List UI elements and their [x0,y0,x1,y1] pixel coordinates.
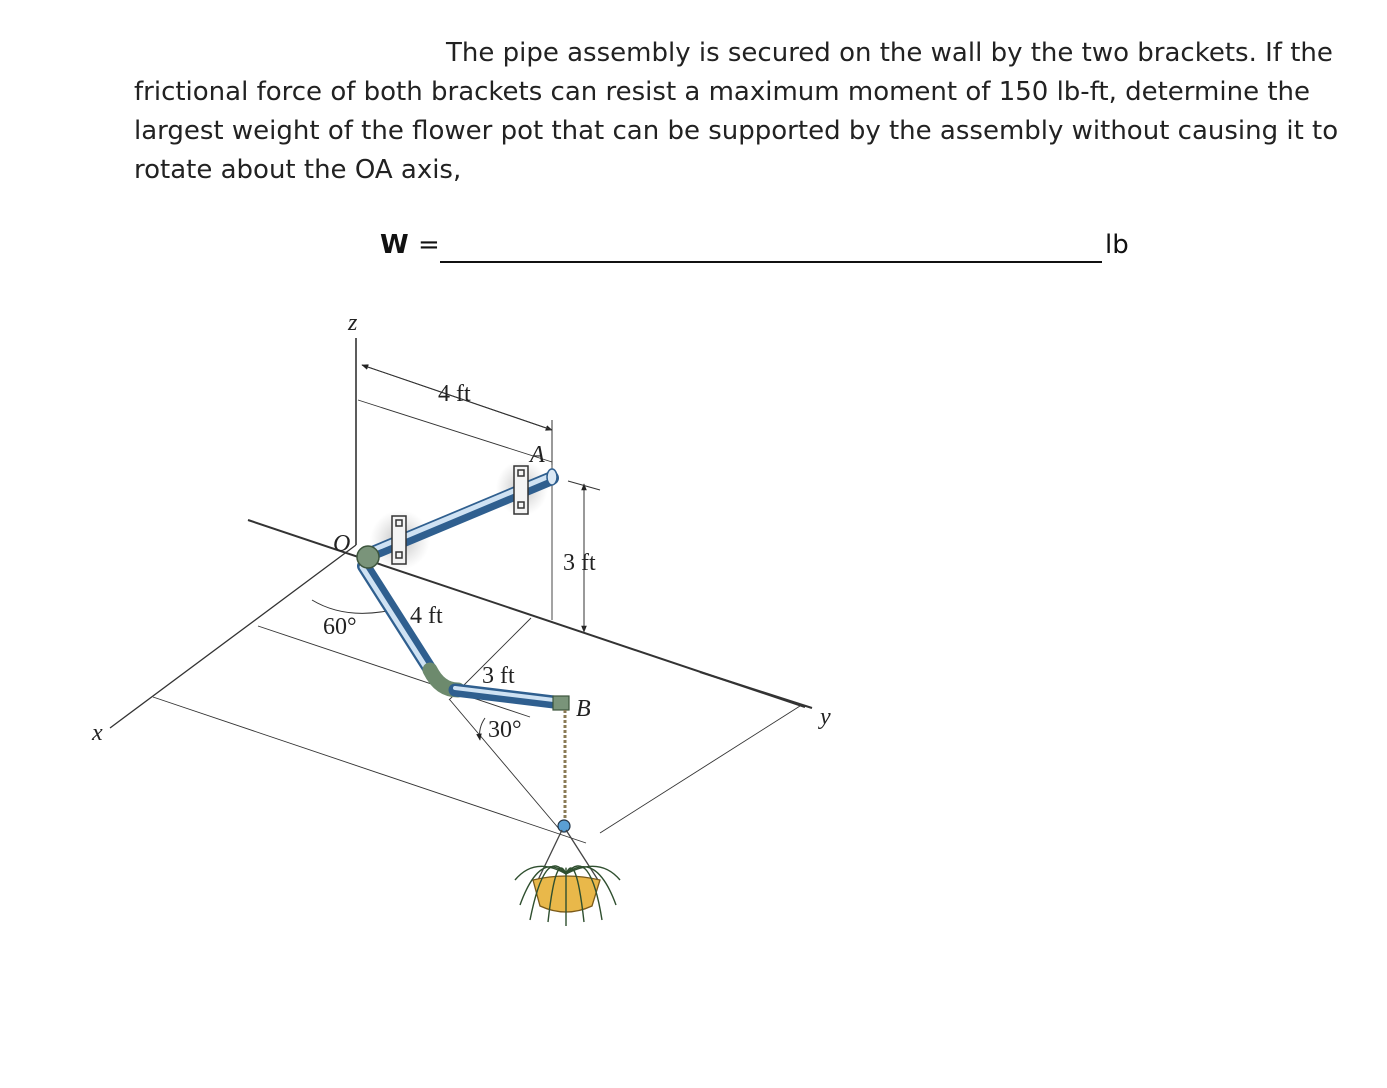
elbow-o [356,545,380,569]
bracket-a [513,465,529,515]
axis-z-label: z [347,310,358,336]
dim-a-height-label: 3 ft [563,550,596,576]
angle-60-arc [311,599,393,615]
angle-30-arc [476,717,486,741]
chain-ring [557,819,571,833]
y-axis-line [699,671,813,709]
dim-oa-line-back [361,364,553,431]
reference-lines [109,338,813,844]
floor-right-line [599,705,801,834]
hanger-left [537,829,563,881]
problem-line-2: frictional force of both brackets can re… [134,77,1310,107]
plant-leaves [514,865,621,926]
answer-equals: = [418,230,440,260]
bracket-o [391,515,407,565]
problem-line-1: The pipe assembly is secured on the wall… [446,38,1333,68]
angle-60-label: 60° [323,614,357,640]
answer-unit: lb [1105,230,1129,260]
answer-variable: W [380,230,409,260]
answer-row: W = lb [380,230,1140,270]
hanging-pot [514,710,621,926]
axis-x-label: x [91,720,103,746]
point-o-label: O [333,531,350,557]
angle-30-label: 30° [488,717,522,743]
problem-line-4: rotate about the OA axis, [134,155,462,185]
wall-top-line [357,399,553,463]
answer-blank[interactable] [440,261,1102,263]
pipe-end-a [546,468,558,486]
dim-pipe-to-b-label: 3 ft [482,663,515,689]
hanger-right [565,829,599,881]
problem-line-3: largest weight of the flower pot that ca… [134,116,1339,146]
point-b-label: B [576,696,591,722]
dimension-lines [311,364,601,741]
point-a-label: A [528,442,545,468]
dim-pipe-down-label: 4 ft [410,603,443,629]
cable-left [449,699,561,831]
x-axis-line [109,544,357,729]
axis-y-label: y [818,704,831,730]
problem-statement: The pipe assembly is secured on the wall… [134,34,1349,190]
cap-b [552,695,570,711]
pipe-down-highlight [359,564,435,680]
floor-line-1 [257,625,531,718]
dim-oa-label: 4 ft [438,381,471,407]
pipe-to-b-highlight [453,686,564,703]
floor-line-2 [152,696,587,844]
dim-height-ext-top [567,480,601,491]
